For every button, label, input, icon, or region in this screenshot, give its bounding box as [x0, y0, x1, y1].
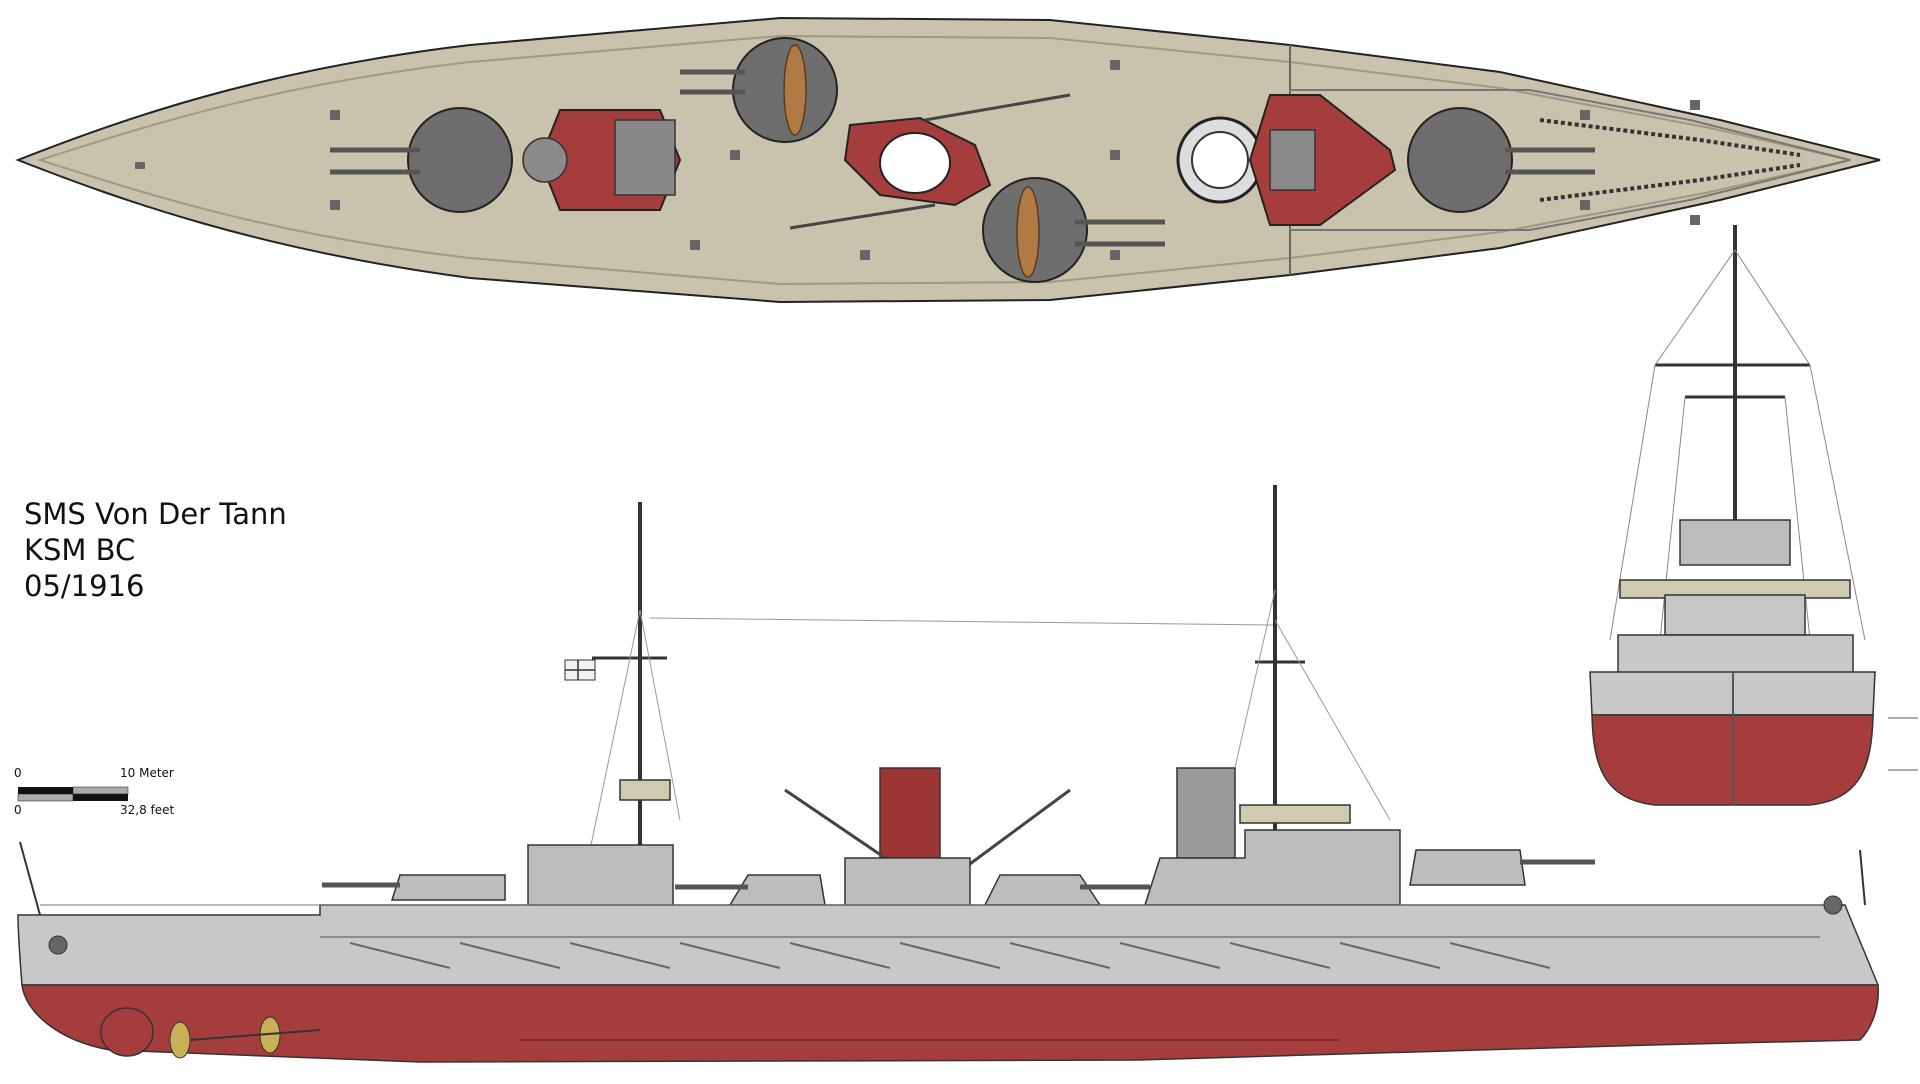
date-label: 05/1916 — [24, 569, 145, 603]
profile-bow-anchor — [1823, 895, 1843, 915]
plan-anchor-chain-stbd — [1539, 163, 1801, 202]
profile-turret-wing-stbd — [983, 874, 1150, 906]
plan-bridge — [1269, 129, 1316, 191]
plan-forecastle-trim — [1290, 89, 1851, 231]
scale-bar — [17, 786, 129, 802]
plan-derrick-2 — [789, 203, 936, 230]
plan-funnel-aft — [879, 132, 951, 194]
profile-mast-fore-rigging — [589, 589, 1391, 851]
plan-aft-rangefinder — [614, 119, 676, 196]
plan-view — [15, 16, 1881, 304]
plan-turret-aft — [407, 107, 513, 213]
plan-aft-searchlight — [522, 137, 568, 183]
profile-hull-red — [21, 984, 1879, 1063]
plan-boat-port — [783, 44, 807, 136]
profile-bridge-platform — [1239, 804, 1351, 824]
scale-bar-segment-grey-2 — [17, 793, 74, 802]
scale-meter-end: 10 Meter — [120, 766, 174, 780]
profile-midship-superstructure — [844, 857, 971, 914]
plan-fore-superstructure — [1248, 94, 1397, 226]
profile-stern-anchor — [48, 935, 68, 955]
profile-aft-superstructure — [527, 844, 674, 911]
profile-rudder — [100, 1007, 154, 1057]
class-code: KSM BC — [24, 533, 136, 567]
scale-bar-segment-black-1 — [18, 787, 73, 794]
plan-boat-stbd — [1016, 186, 1040, 278]
plan-funnel-fore-inner — [1191, 131, 1249, 189]
scale-bar-segment-grey-1 — [72, 786, 129, 795]
profile-casemate-lines — [349, 942, 1551, 969]
plan-deck-fittings — [135, 60, 1700, 260]
bow-forecastle-deck — [1617, 634, 1854, 676]
scale-bar-segment-black-2 — [73, 794, 128, 801]
scale-feet-end: 32,8 feet — [120, 803, 175, 817]
profile-turret-aft — [322, 874, 506, 901]
bow-bridge-upper — [1679, 519, 1791, 566]
profile-shaft — [189, 1029, 321, 1041]
profile-funnel-aft — [879, 767, 941, 859]
profile-jack-staff — [1859, 849, 1866, 906]
bow-view — [1589, 225, 1918, 806]
profile-hull-grey — [17, 904, 1880, 986]
plan-derrick-1 — [924, 93, 1071, 122]
profile-propeller-1 — [169, 1021, 191, 1059]
scale-meter-start: 0 — [14, 766, 22, 780]
plan-turret-fore — [1407, 107, 1513, 213]
ship-name: SMS Von Der Tann — [24, 497, 287, 531]
profile-turret-wing-port — [675, 874, 826, 906]
bow-turret — [1664, 594, 1806, 636]
profile-crane-fore — [954, 788, 1071, 877]
bow-rigging — [1609, 249, 1866, 641]
title-block: SMS Von Der Tann KSM BC 05/1916 — [24, 496, 287, 604]
profile-stay-wire — [649, 617, 1276, 626]
profile-stern-staff — [19, 841, 41, 916]
profile-turret-fore — [1409, 849, 1595, 886]
profile-funnel-fore — [1176, 767, 1236, 859]
profile-view — [17, 485, 1880, 1063]
plan-anchor-chain-port — [1539, 118, 1801, 157]
scale-feet-start: 0 — [14, 803, 22, 817]
profile-searchlight-platform-aft — [619, 779, 671, 801]
